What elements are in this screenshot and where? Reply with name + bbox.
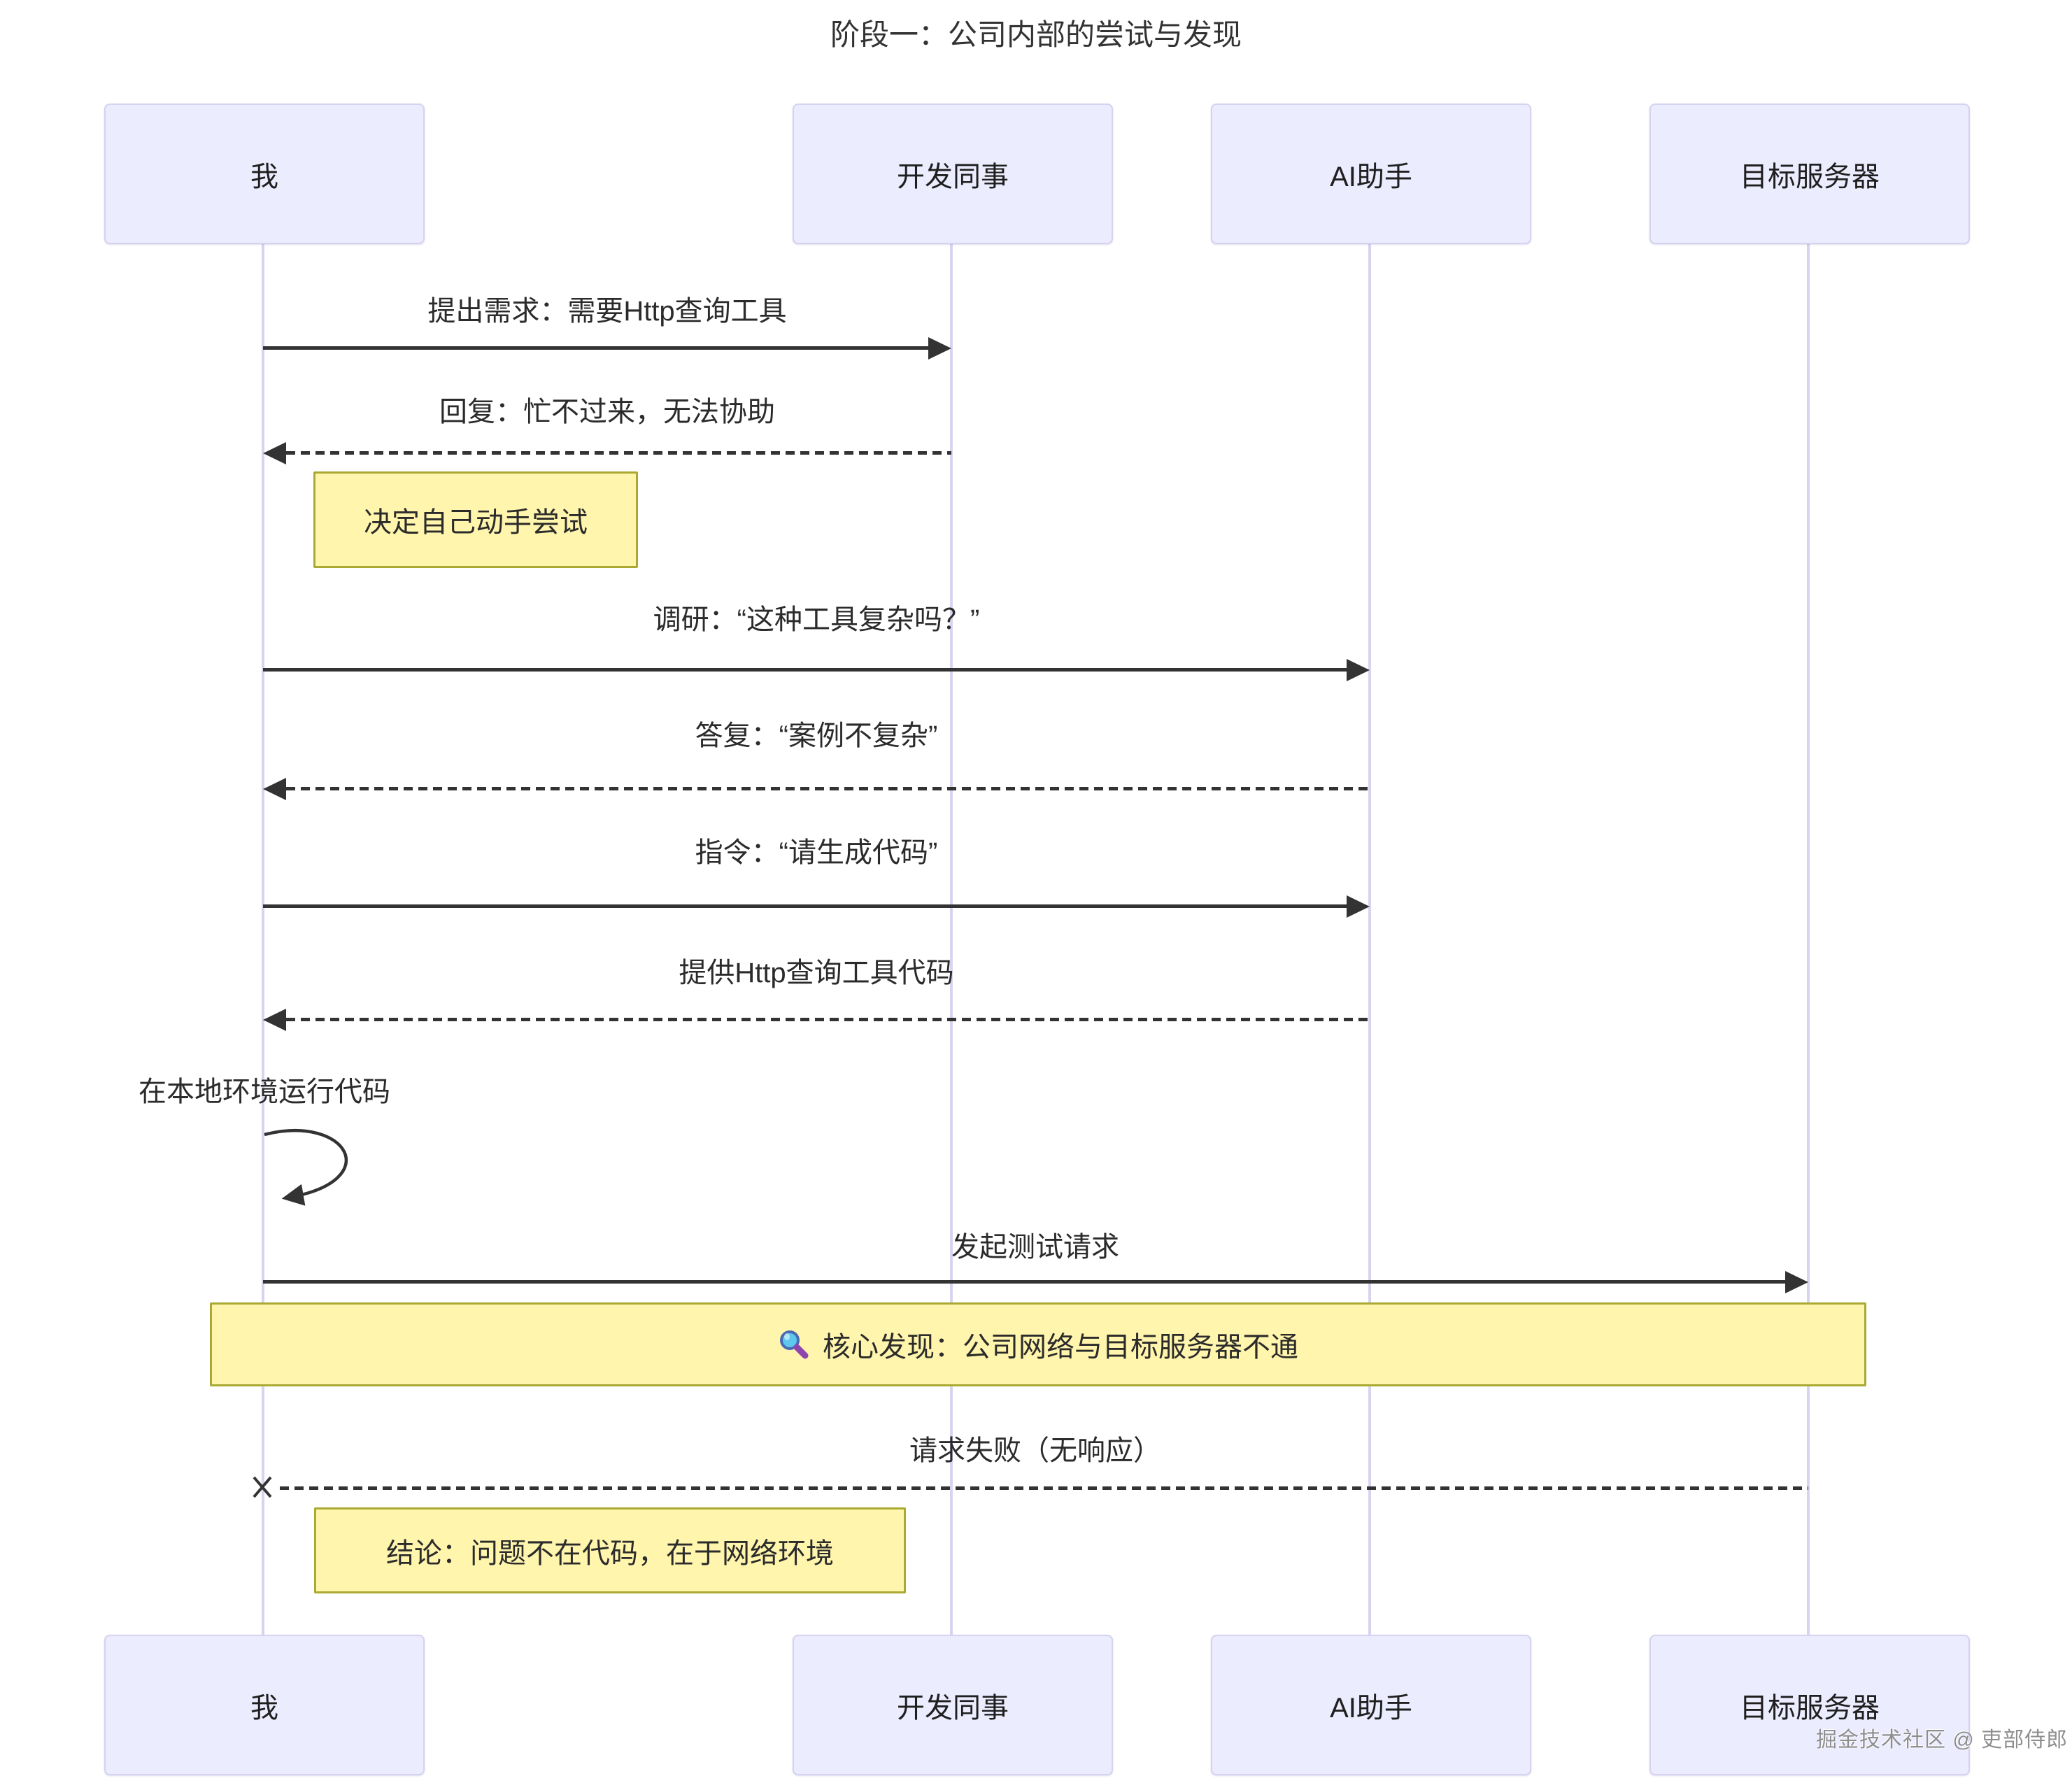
message-arrow-line	[286, 451, 951, 455]
actor-label: 开发同事	[897, 161, 1009, 192]
message-label: 提供Http查询工具代码	[679, 958, 954, 988]
actor-label: 我	[250, 1692, 278, 1724]
message-label: 答复：“案例不复杂”	[695, 720, 938, 751]
self-message-label: 在本地环境运行代码	[139, 1077, 390, 1107]
magnifier-icon	[780, 1330, 809, 1359]
actor-box-ai-bottom: AI助手	[1211, 1635, 1531, 1775]
message-arrow-line	[263, 1280, 1787, 1284]
actor-box-server-bottom: 目标服务器	[1649, 1635, 1970, 1775]
message-arrow-line	[286, 1018, 1370, 1021]
actor-box-me-top: 我	[104, 104, 425, 244]
message-arrow-line	[263, 346, 930, 350]
note-conclusion: 结论：问题不在代码，在于网络环境	[314, 1507, 906, 1593]
watermark: 掘金技术社区 @ 吏部侍郎	[1816, 1728, 2069, 1752]
arrowhead-left-icon	[263, 442, 286, 464]
arrowhead-right-icon	[1347, 659, 1370, 681]
actor-label: 目标服务器	[1740, 161, 1880, 192]
note-text: 结论：问题不在代码，在于网络环境	[386, 1537, 834, 1569]
arrowhead-right-icon	[928, 337, 951, 360]
actor-box-dev-bottom: 开发同事	[793, 1635, 1113, 1775]
lifeline-dev	[950, 241, 953, 1635]
note-discovery: 核心发现：公司网络与目标服务器不通	[210, 1302, 1866, 1386]
lifeline-server	[1807, 241, 1810, 1635]
actor-label: 目标服务器	[1740, 1692, 1880, 1724]
actor-label: AI助手	[1330, 161, 1412, 192]
arrowhead-right-icon	[1785, 1271, 1808, 1293]
actor-box-server-top: 目标服务器	[1649, 104, 1970, 244]
actor-label: 开发同事	[897, 1692, 1009, 1724]
message-label: 发起测试请求	[951, 1232, 1119, 1263]
note-decide: 决定自己动手尝试	[313, 471, 638, 568]
self-loop-arrow	[264, 1129, 348, 1206]
message-arrow-line	[263, 668, 1347, 672]
message-label: 提出需求：需要Http查询工具	[427, 296, 787, 327]
message-arrow-line	[280, 1486, 1808, 1490]
actor-box-dev-top: 开发同事	[793, 104, 1113, 244]
message-arrow-line	[286, 787, 1370, 790]
message-label: 指令：“请生成代码”	[695, 837, 938, 868]
note-text: 核心发现：公司网络与目标服务器不通	[823, 1332, 1298, 1363]
message-label: 回复：忙不过来，无法协助	[439, 397, 775, 427]
actor-label: AI助手	[1330, 1692, 1412, 1724]
message-arrow-line	[263, 904, 1347, 908]
note-text: 决定自己动手尝试	[364, 507, 588, 538]
x-failure-icon	[253, 1476, 272, 1498]
actor-label: 我	[250, 161, 278, 192]
message-label: 调研：“这种工具复杂吗？”	[653, 604, 980, 635]
actor-box-ai-top: AI助手	[1211, 104, 1531, 244]
lifeline-ai	[1368, 241, 1371, 1635]
arrowhead-left-icon	[263, 778, 286, 800]
lifeline-me	[262, 241, 264, 1635]
arrowhead-right-icon	[1347, 895, 1370, 918]
arrowhead-left-icon	[263, 1009, 286, 1031]
page-title: 阶段一：公司内部的尝试与发现	[830, 18, 1242, 51]
message-label: 请求失败（无响应）	[909, 1435, 1161, 1466]
actor-box-me-bottom: 我	[104, 1635, 425, 1775]
